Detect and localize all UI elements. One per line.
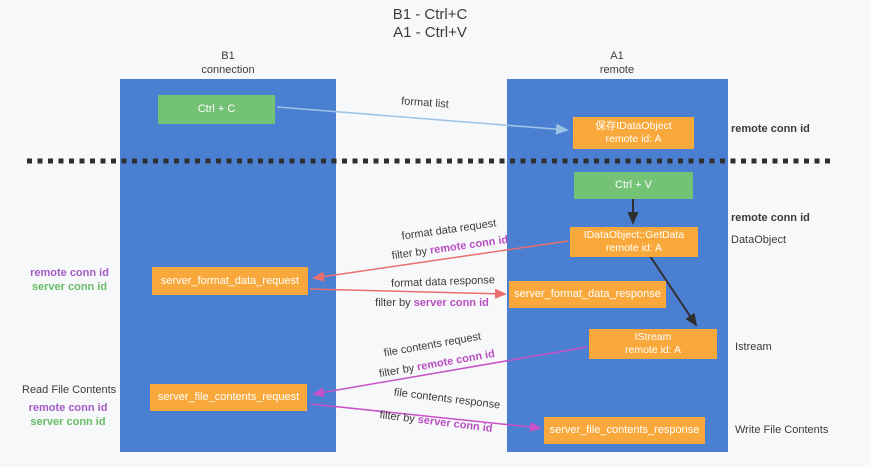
node-server-format-data-request-label: server_format_data_request (160, 274, 300, 287)
node-save-idataobject-line2: remote id: A (605, 133, 662, 145)
label-group-conn-ids-1: remote conn id server conn id (22, 266, 117, 294)
remote-conn-id-text: remote conn id (28, 402, 108, 414)
node-server-file-contents-response: server_file_contents_response (544, 417, 705, 444)
filter-by-text: filter by (378, 409, 419, 426)
node-server-format-data-request: server_format_data_request (152, 267, 308, 295)
node-istream: IStream remote id: A (589, 329, 717, 359)
server-conn-id-text: server conn id (417, 413, 494, 435)
node-ctrl-v: Ctrl + V (574, 172, 693, 199)
column-header-b1: B1 connection (148, 49, 308, 77)
column-b1-name: B1 (221, 50, 235, 62)
node-save-idataobject: 保存IDataObject remote id: A (573, 117, 694, 149)
label-read-file-contents: Read File Contents (22, 384, 116, 396)
write-file-contents-text: Write File Contents (735, 424, 829, 436)
remote-conn-id-text: remote conn id (30, 267, 109, 279)
node-getdata-line2: remote id: A (605, 242, 663, 254)
label-remote-conn-id-2: remote conn id (731, 212, 810, 224)
edge-label-format-data-response: format data response (383, 274, 503, 290)
node-ctrl-c-label: Ctrl + C (197, 103, 236, 115)
label-istream: Istream (735, 341, 772, 353)
node-istream-line1: IStream (634, 331, 672, 343)
filter-by-text: filter by (391, 244, 431, 263)
edge-label-file-contents-response: file contents response (387, 386, 508, 413)
node-ctrl-c: Ctrl + C (158, 95, 275, 124)
node-istream-line2: remote id: A (624, 344, 682, 356)
filter-by-text: filter by (378, 361, 419, 381)
remote-conn-id-text: remote conn id (731, 123, 810, 135)
node-server-format-data-response: server_format_data_response (509, 281, 666, 308)
server-conn-id-text: server conn id (413, 297, 489, 309)
edge-label-filter-server-2: filter by server conn id (376, 409, 497, 436)
node-save-idataobject-line1: 保存IDataObject (595, 120, 672, 132)
node-getdata-line1: IDataObject::GetData (583, 229, 685, 241)
label-write-file-contents: Write File Contents (735, 424, 828, 436)
node-server-file-contents-request-label: server_file_contents_request (157, 391, 300, 403)
istream-text: Istream (735, 341, 772, 353)
column-a1-name: A1 (610, 50, 624, 62)
server-conn-id-text: server conn id (31, 281, 108, 293)
node-server-file-contents-response-label: server_file_contents_response (549, 424, 700, 436)
read-file-contents-text: Read File Contents (22, 384, 117, 396)
label-group-conn-ids-2: remote conn id server conn id (18, 401, 118, 429)
title-line-2: A1 - Ctrl+V (393, 24, 467, 41)
node-server-format-data-response-label: server_format_data_response (514, 288, 661, 300)
node-idataobject-getdata: IDataObject::GetData remote id: A (570, 227, 698, 257)
server-conn-id-text: server conn id (30, 416, 106, 428)
diagram-title: B1 - Ctrl+C A1 - Ctrl+V (330, 6, 530, 42)
remote-conn-id-text: remote conn id (731, 212, 810, 224)
label-dataobject: DataObject (731, 234, 786, 246)
format-list-text: format list (400, 95, 450, 111)
edge-label-filter-server-1: filter by server conn id (372, 297, 492, 309)
column-a1-role: remote (599, 64, 635, 76)
edge-label-format-list: format list (365, 93, 486, 113)
format-data-response-text: format data response (390, 274, 496, 290)
remote-conn-id-text: remote conn id (429, 233, 509, 257)
label-remote-conn-id-1: remote conn id (731, 123, 810, 135)
column-header-a1: A1 remote (537, 49, 697, 77)
file-contents-response-text: file contents response (393, 386, 501, 412)
column-b1-role: connection (201, 64, 255, 76)
dataobject-text: DataObject (731, 234, 787, 246)
title-line-1: B1 - Ctrl+C (392, 6, 468, 23)
edge-format-data-response (309, 288, 507, 299)
node-server-file-contents-request: server_file_contents_request (150, 384, 307, 411)
filter-by-text: filter by (375, 297, 414, 309)
node-ctrl-v-label: Ctrl + V (615, 179, 652, 191)
